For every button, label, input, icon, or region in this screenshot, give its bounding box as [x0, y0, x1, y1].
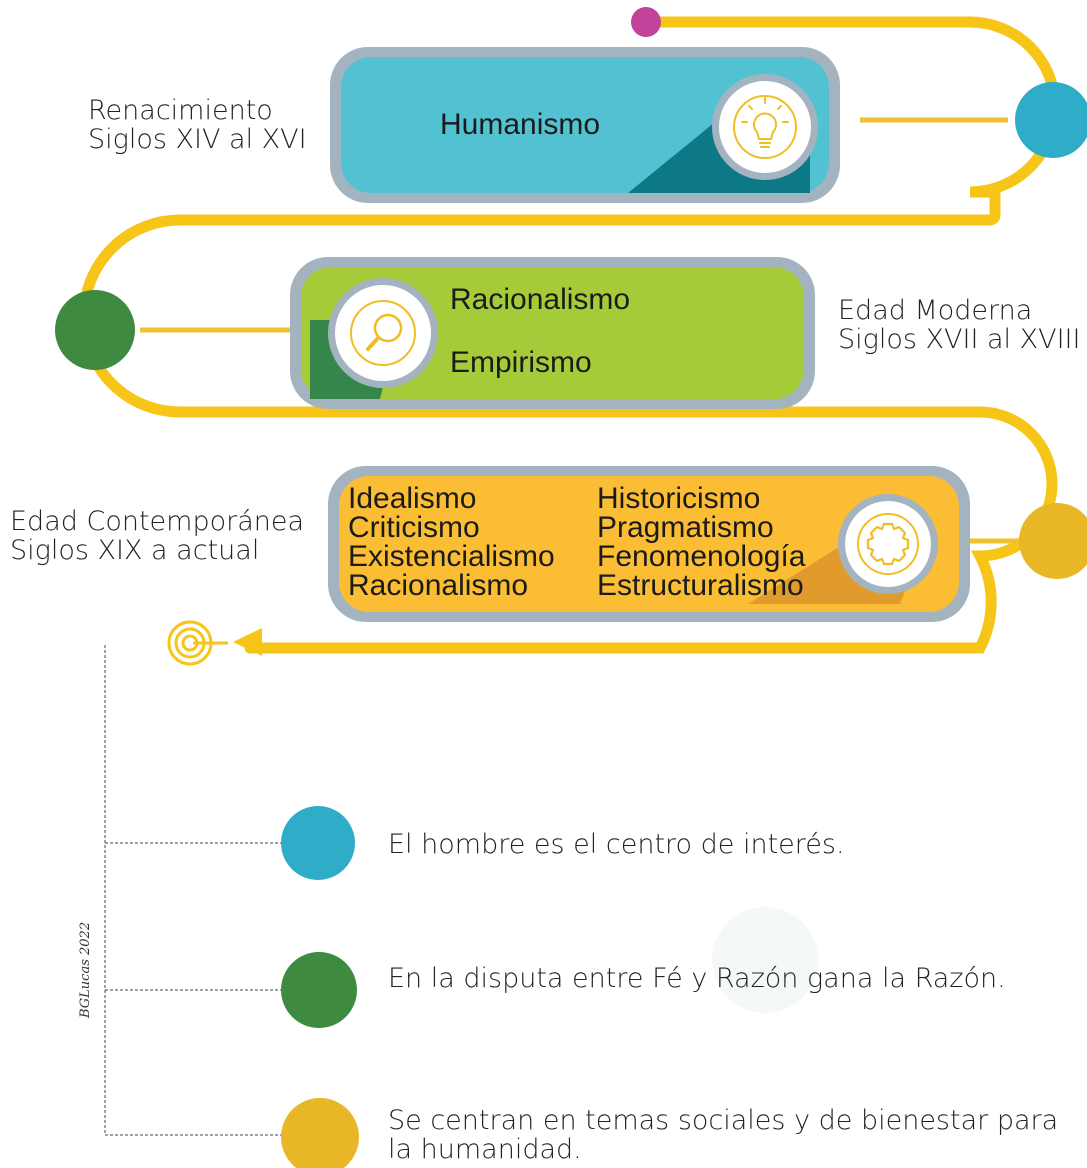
era-centuries: Siglos XVII al XVIII [838, 324, 1081, 355]
card-renacimiento [330, 47, 840, 203]
era-name: Edad Moderna [838, 295, 1033, 326]
start-dot [631, 7, 661, 37]
current-item: Existencialismo [348, 540, 555, 573]
current-item: Idealismo [348, 482, 477, 515]
current-racionalismo: Racionalismo [450, 283, 631, 316]
current-humanismo: Humanismo [440, 108, 601, 141]
arrow-head [233, 628, 262, 656]
era-label-edad-moderna: Edad Moderna Siglos XVII al XVIII [838, 296, 1080, 354]
signature: BGLucas 2022 [78, 921, 93, 1018]
legend-dot-yellow [281, 1098, 359, 1168]
trait-renacimiento: El hombre es el centro de interés. [388, 829, 845, 860]
legend-dot-green [281, 952, 357, 1028]
current-item: Criticismo [348, 511, 480, 544]
current-item: Racionalismo [348, 569, 529, 602]
lightbulb-icon [741, 97, 789, 148]
currents-right-column: Historicismo Pragmatismo Fenomenología E… [597, 482, 806, 602]
current-item: Pragmatismo [597, 511, 774, 544]
era-centuries: Siglos XIX a actual [10, 535, 260, 566]
current-item: Historicismo [597, 482, 761, 515]
card-edad-contemporanea [328, 466, 970, 622]
node-edad-contemporanea [1019, 503, 1087, 579]
gear-icon [866, 522, 910, 566]
era-name: Edad Contemporánea [10, 506, 305, 537]
target-icon [167, 620, 228, 666]
legend-dot-blue [281, 806, 355, 880]
current-item: Fenomenología [597, 540, 806, 573]
legend-bracket [104, 645, 290, 1136]
node-edad-moderna [55, 290, 135, 370]
magnifier-icon [366, 313, 403, 351]
node-renacimiento [1015, 82, 1087, 158]
era-label-edad-contemporanea: Edad Contemporánea Siglos XIX a actual [10, 507, 304, 565]
trait-edad-moderna: En la disputa entre Fé y Razón gana la R… [388, 963, 1006, 994]
current-item: Estructuralismo [597, 569, 804, 602]
era-label-renacimiento: Renacimiento Siglos XIV al XVI [88, 96, 307, 154]
currents-left-column: Idealismo Criticismo Existencialismo Rac… [348, 482, 555, 602]
era-name: Renacimiento [88, 95, 273, 126]
trait-edad-contemporanea: Se centran en temas sociales y de bienes… [388, 1105, 1059, 1165]
card-edad-moderna [290, 257, 815, 409]
era-centuries: Siglos XIV al XVI [88, 124, 307, 155]
current-empirismo: Empirismo [450, 346, 592, 379]
